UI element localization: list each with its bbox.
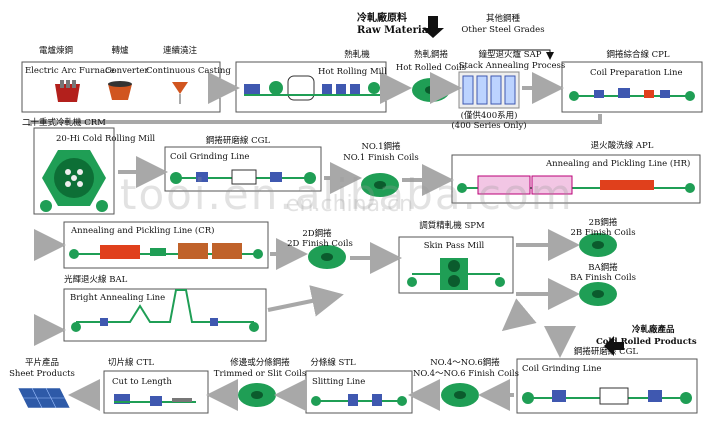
other-grades-en: Other Steel Grades [461, 25, 545, 35]
hrc-label-cn: 熱軋鋼捲 [413, 50, 449, 60]
no4-label-en: NO.4～NO.6 Finish Coils [412, 369, 520, 379]
stl-label-cn: 分條線 STL [310, 358, 356, 368]
caster-label-en: Continuous Casting [146, 66, 231, 76]
2d-label-cn: 2D鋼捲 [302, 229, 332, 239]
apl-label-en: Annealing and Pickling Line (HR) [546, 159, 691, 169]
trim-label-cn: 修邊或分條鋼捲 [230, 358, 290, 368]
sap-label-cn: 鐘型退火爐 SAP [478, 50, 542, 60]
converter-label-en: Converter [105, 66, 149, 76]
sap-note-en: (400 Series Only) [451, 121, 527, 131]
cold-rolled-en: Cold Rolled Products [596, 337, 697, 347]
raw-materials-cn: 冷軋廠原料 [357, 13, 407, 24]
converter-label-cn: 轉爐 [111, 46, 129, 56]
apl-cr-label-en: Annealing and Pickling Line (CR) [71, 226, 215, 236]
ba-label-en: BA Finish Coils [570, 273, 636, 283]
cpl-box [561, 61, 703, 113]
cold-rolled-cn: 冷軋廠產品 [632, 325, 675, 335]
flow-arrows [28, 72, 602, 411]
raw-materials-arrow-icon [422, 16, 444, 38]
ctl-label-en: Cut to Length [112, 377, 172, 387]
cgl2-label-en: Coil Grinding Line [522, 364, 602, 374]
sheet-label-cn: 平片產品 [24, 358, 60, 368]
apl-label-cn: 退火酸洗線 APL [590, 141, 654, 151]
caster-label-cn: 連續澆注 [162, 46, 198, 56]
cgl-label-en: Coil Grinding Line [170, 152, 250, 162]
no1-label-en: NO.1 Finish Coils [343, 153, 419, 163]
no1-label-cn: NO.1鋼捲 [361, 142, 401, 152]
raw-materials-en: Raw Materials [357, 25, 438, 36]
crm-label-en: 20-Hi Cold Rolling Mill [56, 134, 156, 144]
spm-label-cn: 調質精軋機 SPM [419, 221, 485, 231]
hrc-label-en: Hot Rolled Coils [395, 63, 467, 73]
2d-label-en: 2D Finish Coils [287, 239, 353, 249]
bal-box [63, 288, 267, 342]
other-grades-cn: 其他鋼種 [485, 14, 521, 24]
hrm-label-cn: 熱軋機 [344, 50, 370, 60]
spm-label-en: Skin Pass Mill [423, 241, 485, 251]
sheet-label-en: Sheet Products [9, 369, 75, 379]
converter-icon [108, 84, 132, 100]
stl-label-en: Slitting Line [312, 377, 366, 387]
2b-label-en: 2B Finish Coils [570, 228, 636, 238]
ba-label-cn: BA鋼捲 [588, 263, 618, 273]
trim-label-en: Trimmed or Slit Coils [213, 369, 307, 379]
crm-label-cn: 二十重式冷軋機 CRM [22, 118, 106, 128]
eaf-label-cn: 電爐煉鋼 [38, 46, 74, 56]
ctl-label-cn: 切片線 CTL [107, 358, 155, 368]
bal-label-cn: 光輝退火線 BAL [64, 275, 128, 285]
bal-label-en: Bright Annealing Line [70, 293, 166, 303]
cgl-label-cn: 鋼捲研磨線 CGL [205, 136, 271, 146]
stl-box [305, 370, 413, 414]
sap-label-en: Stack Annealing Process [458, 61, 566, 71]
sap-note-cn: (僅供400系用) [460, 111, 518, 121]
cgl2-label-cn: 鋼捲研磨線 CGL [573, 347, 639, 357]
hrm-label-en: Hot Rolling Mill [318, 67, 387, 77]
no4-label-cn: NO.4～NO.6鋼捲 [430, 358, 500, 368]
cold-rolled-arrow-icon [604, 336, 624, 356]
eaf-icon [55, 84, 80, 102]
black-arrows [422, 16, 624, 356]
eaf-label-en: Electric Arc Furnace [25, 66, 115, 76]
cpl-label-cn: 鋼捲綜合線 CPL [606, 50, 670, 60]
caster-icon [172, 82, 188, 94]
cpl-label-en: Coil Preparation Line [590, 68, 683, 78]
2b-label-cn: 2B鋼捲 [588, 218, 618, 228]
